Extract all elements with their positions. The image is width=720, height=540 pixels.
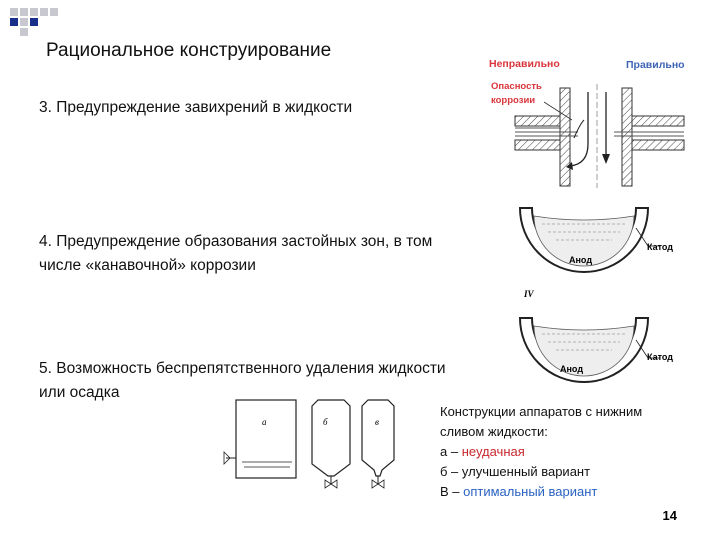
- item-4-text-line2: числе «канавочной» коррозии: [39, 257, 256, 274]
- item-3-text: 3. Предупреждение завихрений в жидкости: [39, 99, 353, 116]
- tanks-caption: Конструкции аппаратов с нижним сливом жи…: [440, 402, 642, 502]
- caption-a-value: неудачная: [461, 444, 525, 459]
- caption-c-prefix: В –: [440, 484, 464, 499]
- top-anode-label: Анод: [569, 255, 593, 265]
- tank-c-label: в: [375, 417, 379, 427]
- caption-a: а – неудачная: [440, 442, 642, 462]
- tanks-diagram: [223, 399, 395, 489]
- caption-b-value: улучшенный вариант: [461, 464, 591, 479]
- caption-b-prefix: б –: [440, 464, 462, 479]
- top-cathode-label: Катод: [647, 242, 673, 252]
- slide-title: Рациональное конструирование: [46, 40, 332, 61]
- right-label: Правильно: [626, 59, 685, 71]
- bottom-cathode-label: Катод: [647, 352, 673, 362]
- caption-c: В – оптимальный вариант: [440, 482, 642, 502]
- item-5-text-line1: 5. Возможность беспрепятственного удален…: [39, 360, 446, 377]
- caption-line1: Конструкции аппаратов с нижним: [440, 404, 643, 419]
- roman-iv-label: IV: [524, 289, 534, 299]
- caption-line2: сливом жидкости:: [440, 424, 548, 439]
- danger-label-2: коррозии: [491, 95, 536, 106]
- caption-a-prefix: а –: [440, 444, 462, 459]
- vessel-bottom-diagram: [518, 317, 660, 383]
- vessel-top-diagram: [518, 207, 660, 273]
- caption-c-value: оптимальный вариант: [463, 484, 598, 499]
- tank-a-label: а: [262, 417, 267, 427]
- caption-b: б – улучшенный вариант: [440, 462, 642, 482]
- bottom-anode-label: Анод: [560, 364, 584, 374]
- item-4-text-line1: 4. Предупреждение образования застойных …: [39, 233, 433, 250]
- tank-b-label: б: [323, 417, 328, 427]
- wrong-label: Неправильно: [489, 58, 560, 70]
- danger-label-1: Опасность: [491, 81, 542, 92]
- pipe-diagram: [514, 84, 685, 188]
- item-5-text-line2: или осадка: [39, 384, 120, 401]
- page-number: 14: [662, 508, 677, 523]
